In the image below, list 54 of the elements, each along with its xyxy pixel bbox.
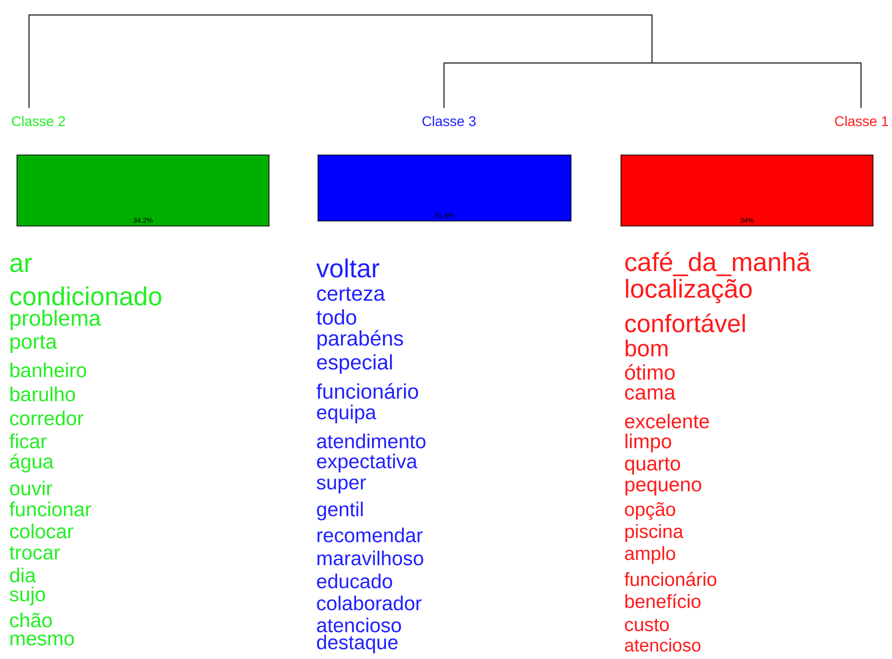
word: educado — [317, 574, 392, 588]
word: café_da_manhã — [625, 252, 811, 276]
word: mesmo — [10, 634, 74, 646]
word: opção — [625, 502, 676, 520]
word: excelente — [625, 414, 709, 428]
word: ficar — [9, 434, 47, 448]
word: super — [316, 478, 366, 494]
word: parabéns — [318, 330, 403, 350]
word: atencioso — [624, 638, 700, 652]
word: porta — [10, 335, 58, 353]
word: amplo — [625, 546, 676, 564]
word: todo — [316, 309, 356, 325]
word: chão — [10, 612, 52, 628]
word: água — [10, 454, 54, 472]
word: localização — [626, 278, 752, 304]
word: colocar — [10, 524, 74, 538]
word: trocar — [10, 546, 60, 560]
word: sujo — [10, 586, 46, 606]
word: limpo — [626, 434, 672, 452]
word: pequeno — [626, 480, 702, 496]
word: atencioso — [317, 618, 401, 632]
word: recomendar — [318, 528, 423, 542]
class-label: Classe 1 — [835, 116, 888, 126]
class-label: Classe 3 — [422, 116, 476, 126]
word: maravilhoso — [318, 550, 424, 566]
word: dia — [10, 568, 36, 582]
word: piscina — [625, 524, 684, 542]
word: gentil — [317, 502, 363, 520]
word: confortável — [625, 314, 745, 332]
word: expectativa — [317, 454, 418, 472]
word: funcionário — [624, 572, 716, 586]
word: funcionário — [316, 383, 418, 399]
word: banheiro — [10, 362, 86, 378]
word: equipa — [317, 404, 376, 424]
word: quarto — [625, 457, 680, 475]
word: colaborador — [317, 596, 422, 610]
word: ar — [10, 258, 32, 272]
word: destaque — [317, 634, 398, 654]
word: corredor — [10, 410, 84, 426]
word: voltar — [316, 258, 380, 278]
word: certeza — [317, 287, 386, 301]
word: ótimo — [625, 364, 675, 380]
word: cama — [625, 388, 676, 400]
word: barulho — [10, 386, 76, 402]
word: custo — [625, 618, 669, 632]
word: especial — [317, 354, 392, 374]
word: ouvir — [10, 480, 52, 496]
word: atendimento — [317, 434, 426, 448]
word: funcionar — [9, 502, 92, 516]
class-label: Classe 2 — [12, 116, 65, 126]
word: benefício — [625, 594, 701, 608]
word: problema — [10, 310, 101, 330]
word: bom — [626, 340, 668, 356]
word: condicionado — [10, 286, 162, 306]
